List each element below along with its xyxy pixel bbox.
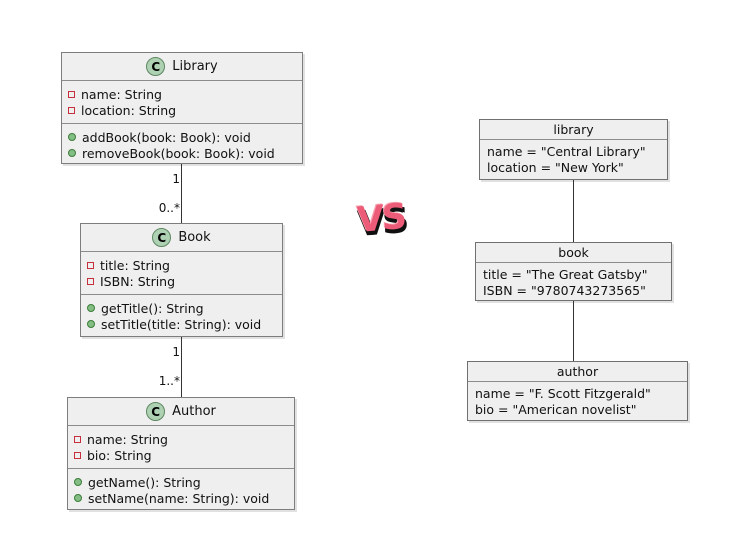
attribute-label: ISBN: String [100,273,176,289]
attribute-row: bio: String [74,447,288,463]
slot-value: name = "F. Scott Fitzgerald" [475,386,651,401]
slot-value: title = "The Great Gatsby" [483,267,648,282]
object-box-author: author name = "F. Scott Fitzgerald" bio … [467,361,688,421]
method-label: setTitle(title: String): void [101,316,262,332]
method-row: removeBook(book: Book): void [68,145,296,161]
attribute-row: location: String [68,102,296,118]
object-box-library: library name = "Central Library" locatio… [479,119,668,180]
class-name-author: Author [172,404,216,419]
object-box-book: book title = "The Great Gatsby" ISBN = "… [475,242,672,301]
private-field-icon [87,277,94,285]
attribute-label: location: String [81,102,177,118]
class-header-author: C Author [68,398,294,426]
slot-value: name = "Central Library" [487,144,646,159]
public-method-icon [74,478,82,486]
public-method-icon [68,133,76,141]
slot-value: location = "New York" [487,160,624,175]
multiplicity-label: 1 [172,172,180,186]
attributes-section: name: String location: String [62,81,302,124]
methods-section: getName(): String setName(name: String):… [68,469,294,511]
attributes-section: title: String ISBN: String [81,252,282,295]
object-slots: name = "F. Scott Fitzgerald" bio = "Amer… [468,382,687,422]
association-edge-book-author [181,337,182,397]
class-circle-icon: C [146,57,166,76]
link-edge-library-book [573,180,574,242]
multiplicity-label: 1..* [158,374,180,388]
method-label: setName(name: String): void [88,490,270,506]
attributes-section: name: String bio: String [68,426,294,469]
attribute-row: ISBN: String [87,273,276,289]
method-row: getName(): String [74,474,288,490]
attribute-label: bio: String [87,447,152,463]
multiplicity-label: 0..* [158,201,180,215]
attribute-row: title: String [87,257,276,273]
slot-value: ISBN = "9780743273565" [483,283,646,298]
object-slots: title = "The Great Gatsby" ISBN = "97807… [476,263,671,303]
class-box-author: C Author name: String bio: String getNam… [67,397,295,510]
method-row: setName(name: String): void [74,490,288,506]
attribute-label: name: String [87,431,168,447]
private-field-icon [68,90,75,98]
link-edge-book-author [573,301,574,361]
class-box-book: C Book title: String ISBN: String getTit… [80,223,283,337]
method-label: addBook(book: Book): void [82,129,251,145]
class-name-library: Library [172,59,218,74]
method-row: addBook(book: Book): void [68,129,296,145]
method-row: setTitle(title: String): void [87,316,276,332]
object-name-book: book [476,243,671,263]
slot-value: bio = "American novelist" [475,402,637,417]
class-circle-icon: C [152,228,172,247]
association-edge-library-book [181,164,182,223]
methods-section: getTitle(): String setTitle(title: Strin… [81,295,282,337]
public-method-icon [74,494,82,502]
attribute-label: title: String [100,257,170,273]
method-label: removeBook(book: Book): void [82,145,275,161]
private-field-icon [74,435,81,443]
public-method-icon [87,320,95,328]
class-circle-icon: C [146,402,166,421]
class-header-library: C Library [62,53,302,81]
object-slots: name = "Central Library" location = "New… [480,140,667,180]
method-label: getTitle(): String [101,300,204,316]
private-field-icon [68,106,75,114]
method-label: getName(): String [88,474,201,490]
multiplicity-label: 1 [172,345,180,359]
class-header-book: C Book [81,224,282,252]
private-field-icon [87,261,94,269]
object-name-library: library [480,120,667,140]
object-name-author: author [468,362,687,382]
methods-section: addBook(book: Book): void removeBook(boo… [62,124,302,166]
private-field-icon [74,451,81,459]
method-row: getTitle(): String [87,300,276,316]
attribute-label: name: String [81,86,162,102]
versus-label: VS [356,196,406,242]
attribute-row: name: String [68,86,296,102]
public-method-icon [68,149,76,157]
attribute-row: name: String [74,431,288,447]
class-box-library: C Library name: String location: String … [61,52,303,164]
public-method-icon [87,304,95,312]
class-name-book: Book [178,230,211,245]
